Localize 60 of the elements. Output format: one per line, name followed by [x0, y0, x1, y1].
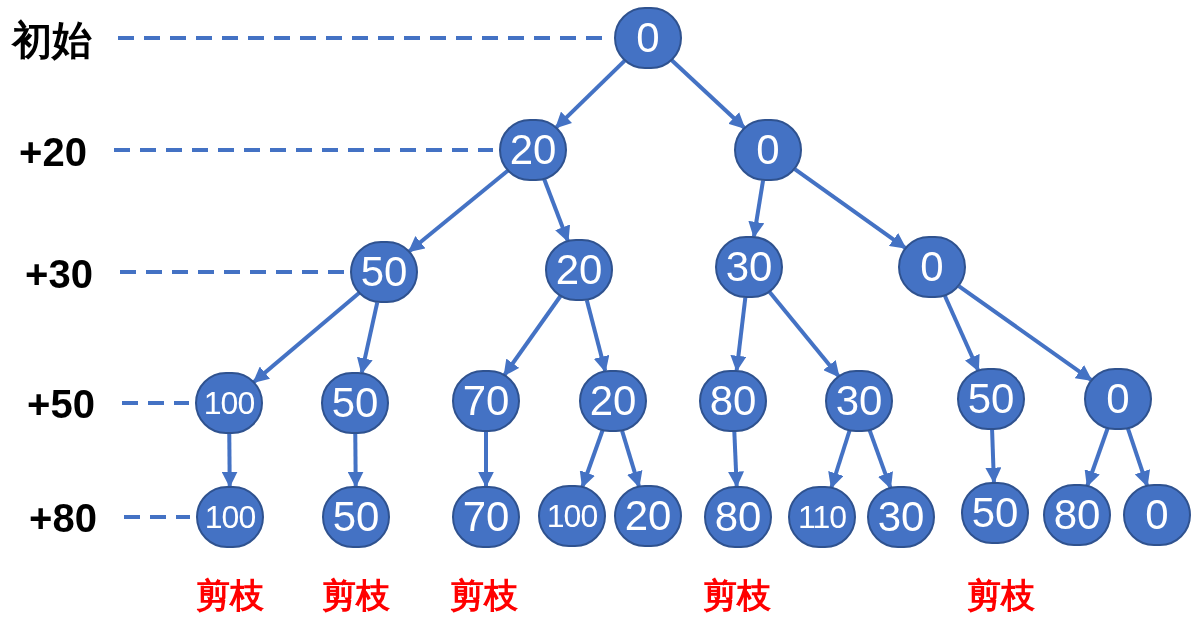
arrow	[221, 433, 238, 488]
arrow	[620, 430, 643, 488]
arrow	[502, 294, 563, 377]
arrow	[728, 431, 745, 488]
tree-node: 80	[1043, 484, 1111, 546]
tree-node: 100	[196, 486, 264, 548]
arrow	[357, 301, 380, 375]
tree-node: 0	[1123, 484, 1191, 546]
prune-label: 剪枝	[449, 578, 519, 612]
level-label: +80	[16, 494, 110, 542]
tree-node: 80	[704, 486, 772, 548]
arrow	[252, 291, 361, 384]
dashed-line	[114, 148, 493, 152]
arrow	[793, 167, 907, 250]
arrow	[347, 433, 364, 488]
dashed-line	[122, 401, 189, 405]
dashed-line	[124, 515, 190, 519]
arrow	[767, 290, 841, 378]
tree-node: 0	[734, 119, 802, 181]
tree-node: 80	[699, 370, 767, 432]
prune-label: 剪枝	[195, 578, 265, 612]
tree-node: 70	[452, 370, 520, 432]
tree-node: 20	[545, 239, 613, 301]
level-label: +30	[12, 250, 106, 298]
level-label: +50	[14, 380, 108, 428]
tree-node: 30	[825, 370, 893, 432]
tree-node: 0	[898, 236, 966, 298]
arrow	[554, 59, 627, 129]
dashed-line	[120, 270, 344, 274]
tree-node: 100	[538, 485, 606, 547]
tree-node: 50	[961, 482, 1029, 544]
arrow	[584, 299, 610, 373]
tree-node: 20	[614, 485, 682, 547]
tree-node: 30	[867, 486, 935, 548]
arrow	[828, 430, 852, 489]
tree-node: 0	[1084, 368, 1152, 430]
tree-node: 20	[579, 370, 647, 432]
tree-node: 110	[788, 486, 856, 548]
tree-node: 50	[321, 372, 389, 434]
arrow	[957, 284, 1093, 382]
tree-node: 20	[499, 119, 567, 181]
arrow	[478, 432, 494, 488]
arrow	[730, 297, 748, 372]
arrow	[408, 169, 509, 253]
level-label: +20	[6, 128, 100, 176]
tree-node: 30	[715, 236, 783, 298]
arrow	[670, 58, 746, 130]
tree-node: 0	[614, 7, 682, 69]
tree-node: 100	[195, 372, 263, 434]
tree-node: 70	[452, 486, 520, 548]
tree-node: 50	[350, 241, 418, 303]
tree-node: 50	[322, 486, 390, 548]
prune-label: 剪枝	[966, 578, 1036, 612]
prune-label: 剪枝	[702, 578, 772, 612]
tree-node: 50	[957, 368, 1025, 430]
prune-label: 剪枝	[321, 578, 391, 612]
arrow	[1126, 428, 1151, 487]
arrow	[985, 429, 1002, 484]
arrow	[748, 180, 765, 238]
level-label: 初始	[0, 16, 104, 64]
